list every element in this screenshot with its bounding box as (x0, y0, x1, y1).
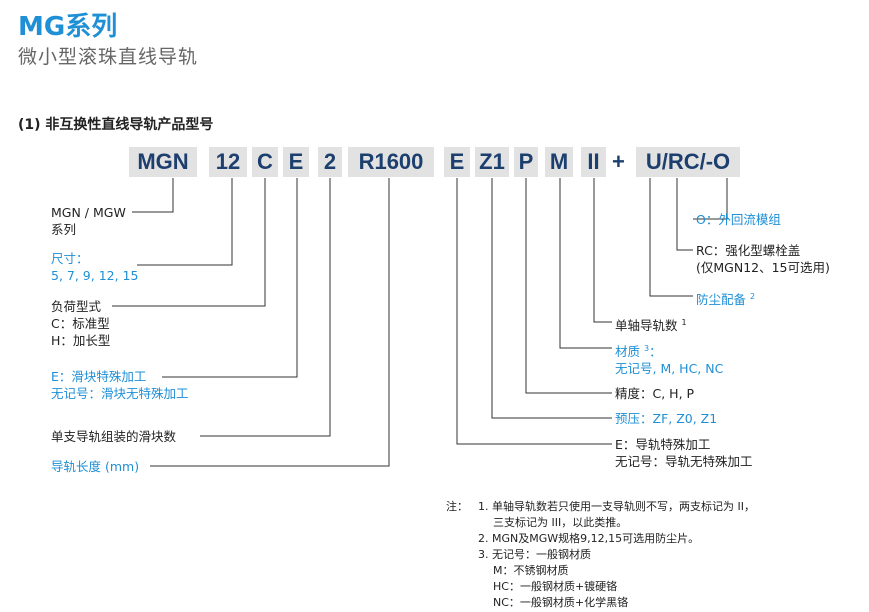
connector-rail-count (593, 178, 612, 323)
note-item: NC：一般钢材质+化学黑铬 (493, 596, 629, 609)
code-part-series: MGN (129, 147, 197, 177)
connector-rail-special (456, 178, 612, 445)
code-part-rail-count: II (581, 147, 606, 177)
code-part-suffix: U/RC/-O (636, 147, 740, 177)
note-item: 2. MGN及MGW规格9,12,15可选用防尘片。 (478, 532, 700, 545)
code-part-material: M (545, 147, 573, 177)
note-item: 3. 无记号：一般钢材质 (478, 548, 591, 561)
connector-o (693, 178, 728, 220)
label-rail-special: E：导轨特殊加工 无记号：导轨无特殊加工 (615, 437, 753, 469)
label-accuracy: 精度：C, H, P (615, 386, 695, 401)
connector-accuracy (525, 178, 612, 394)
code-part-load: C (252, 147, 278, 177)
connector-series (132, 178, 174, 213)
code-part-rail-length: R1600 (348, 147, 434, 177)
label-load-type: 负荷型式 C：标准型 H：加长型 (51, 299, 111, 348)
label-block-special: E：滑块特殊加工 无记号：滑块无特殊加工 (51, 369, 189, 401)
section-heading: (1) 非互换性直线导轨产品型号 (18, 117, 214, 133)
code-plus: + (612, 149, 625, 174)
note-item: M：不锈钢材质 (493, 564, 569, 577)
connector-preload (491, 178, 612, 419)
code-part-rail-special: E (444, 147, 470, 177)
page-subtitle: 微小型滚珠直线导轨 (18, 46, 199, 68)
label-size: 尺寸： 5, 7, 9, 12, 15 (51, 251, 139, 283)
connector-block-special (162, 178, 298, 378)
notes-label: 注： (446, 500, 468, 513)
connector-material (559, 178, 612, 349)
code-part-size: 12 (209, 147, 247, 177)
connector-block-count (200, 178, 331, 437)
code-part-accuracy: P (514, 147, 538, 177)
note-item: 三支标记为 III，以此类推。 (493, 516, 628, 529)
code-part-block-count: 2 (318, 147, 342, 177)
note-item: HC：一般钢材质+镀硬铬 (493, 580, 618, 593)
label-block-count: 单支导轨组装的滑块数 (51, 429, 177, 444)
label-rail-length: 导轨长度 (mm) (51, 459, 140, 474)
label-material: 材质 3： 无记号, M, HC, NC (615, 344, 724, 377)
label-dust: 防尘配备 2 (696, 292, 756, 308)
page-title: MG系列 (18, 12, 118, 42)
label-preload: 预压：ZF, Z0, Z1 (615, 411, 718, 426)
label-rail-count: 单轴导轨数 1 (615, 318, 687, 334)
label-option-o: O：外回流模组 (696, 212, 781, 227)
connector-dust (649, 178, 693, 297)
connector-size (137, 178, 233, 266)
note-item: 1. 单轴导轨数若只使用一支导轨则不写，两支标记为 II， (478, 500, 755, 513)
label-series: MGN / MGW 系列 (51, 205, 126, 237)
label-option-rc: RC：强化型螺栓盖 (仅MGN12、15可选用) (696, 243, 830, 275)
connector-rail-length (150, 178, 390, 467)
code-part-preload: Z1 (475, 147, 509, 177)
connector-rc (676, 178, 693, 251)
connector-load (112, 178, 266, 307)
code-part-block-special: E (283, 147, 309, 177)
